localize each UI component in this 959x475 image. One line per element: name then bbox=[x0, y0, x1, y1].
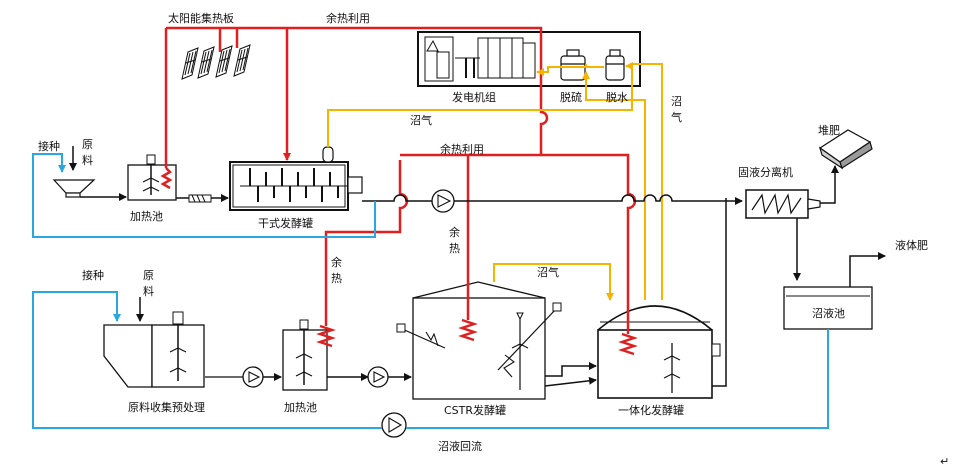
label-dehydration: 脱水 bbox=[606, 90, 628, 104]
label-slurry-reflux: 沼液回流 bbox=[438, 439, 482, 453]
label-compost: 堆肥 bbox=[818, 124, 840, 137]
label-raw-top-2: 料 bbox=[82, 153, 93, 167]
label-inoculum-bottom: 接种 bbox=[82, 268, 104, 282]
label-raw-bottom-1: 原 bbox=[143, 269, 154, 282]
label-integrated-fermenter: 一体化发酵罐 bbox=[618, 403, 684, 417]
label-raw-bottom-2: 料 bbox=[143, 284, 154, 298]
label-biogas-mid: 沼气 bbox=[537, 265, 559, 279]
desulfurization-tank bbox=[560, 49, 586, 81]
dehydration-tank bbox=[605, 49, 625, 81]
label-pretreatment: 原料收集预处理 bbox=[128, 400, 205, 414]
waste-heat-lines bbox=[160, 26, 638, 356]
compost-bin bbox=[818, 129, 873, 170]
separator-machine bbox=[745, 189, 821, 219]
label-waste-heat-vert-2: 热 bbox=[331, 272, 342, 285]
bottom-heating-pool bbox=[282, 319, 328, 391]
solar-panel bbox=[197, 46, 215, 79]
slurry-pool-tank bbox=[783, 286, 873, 330]
process-lines bbox=[69, 146, 886, 387]
label-raw-top-1: 原 bbox=[82, 138, 93, 151]
integrated-fermenter-tank bbox=[597, 305, 721, 399]
screw-feeder bbox=[188, 194, 212, 203]
solar-panel bbox=[233, 44, 251, 77]
label-waste-heat-mid: 余热利用 bbox=[440, 142, 484, 156]
solar-panel bbox=[215, 45, 233, 78]
pump-pretreatment-out bbox=[242, 366, 264, 388]
solar-panel bbox=[181, 47, 199, 80]
label-residual-heat-1: 余 bbox=[449, 225, 460, 239]
label-heating-pool-bottom: 加热池 bbox=[284, 401, 317, 414]
label-heating-pool-top: 加热池 bbox=[130, 210, 163, 223]
pump-mid-line bbox=[431, 189, 455, 213]
label-biogas-right-2: 气 bbox=[671, 110, 682, 124]
label-liquid-fertilizer: 液体肥 bbox=[895, 238, 928, 252]
pretreatment-tank bbox=[103, 311, 243, 388]
label-dry-fermenter: 干式发酵罐 bbox=[258, 216, 313, 230]
label-cstr-fermenter: CSTR发酵罐 bbox=[444, 403, 506, 417]
label-biogas-left: 沼气 bbox=[410, 113, 432, 127]
label-generator-set: 发电机组 bbox=[452, 90, 496, 104]
dry-fermenter-tank bbox=[229, 146, 363, 211]
label-residual-heat-2: 热 bbox=[449, 242, 460, 255]
label-desulfurization: 脱硫 bbox=[560, 90, 582, 104]
labels: 太阳能集热板 余热利用 发电机组 脱硫 脱水 沼气 沼 气 余热利用 堆肥 固液… bbox=[38, 11, 949, 468]
cstr-fermenter-tank bbox=[396, 281, 562, 400]
label-separator: 固液分离机 bbox=[738, 165, 793, 179]
pump-heating-pool-out bbox=[367, 366, 389, 388]
label-corner-mark: ↵ bbox=[940, 455, 949, 468]
reflux-lines bbox=[32, 153, 829, 429]
label-waste-heat-top: 余热利用 bbox=[326, 11, 370, 25]
label-solar-panel: 太阳能集热板 bbox=[168, 11, 234, 25]
generator-house bbox=[417, 31, 641, 87]
label-slurry-pool: 沼液池 bbox=[812, 306, 845, 320]
solar-panels bbox=[181, 44, 251, 80]
top-heating-pool bbox=[127, 154, 177, 201]
label-inoculum-top: 接种 bbox=[38, 139, 60, 153]
biogas-lines bbox=[327, 62, 663, 301]
pump-slurry-reflux bbox=[381, 412, 407, 438]
label-biogas-right-1: 沼 bbox=[671, 94, 682, 108]
feed-hopper bbox=[52, 179, 96, 198]
label-waste-heat-vert-1: 余 bbox=[331, 255, 342, 269]
